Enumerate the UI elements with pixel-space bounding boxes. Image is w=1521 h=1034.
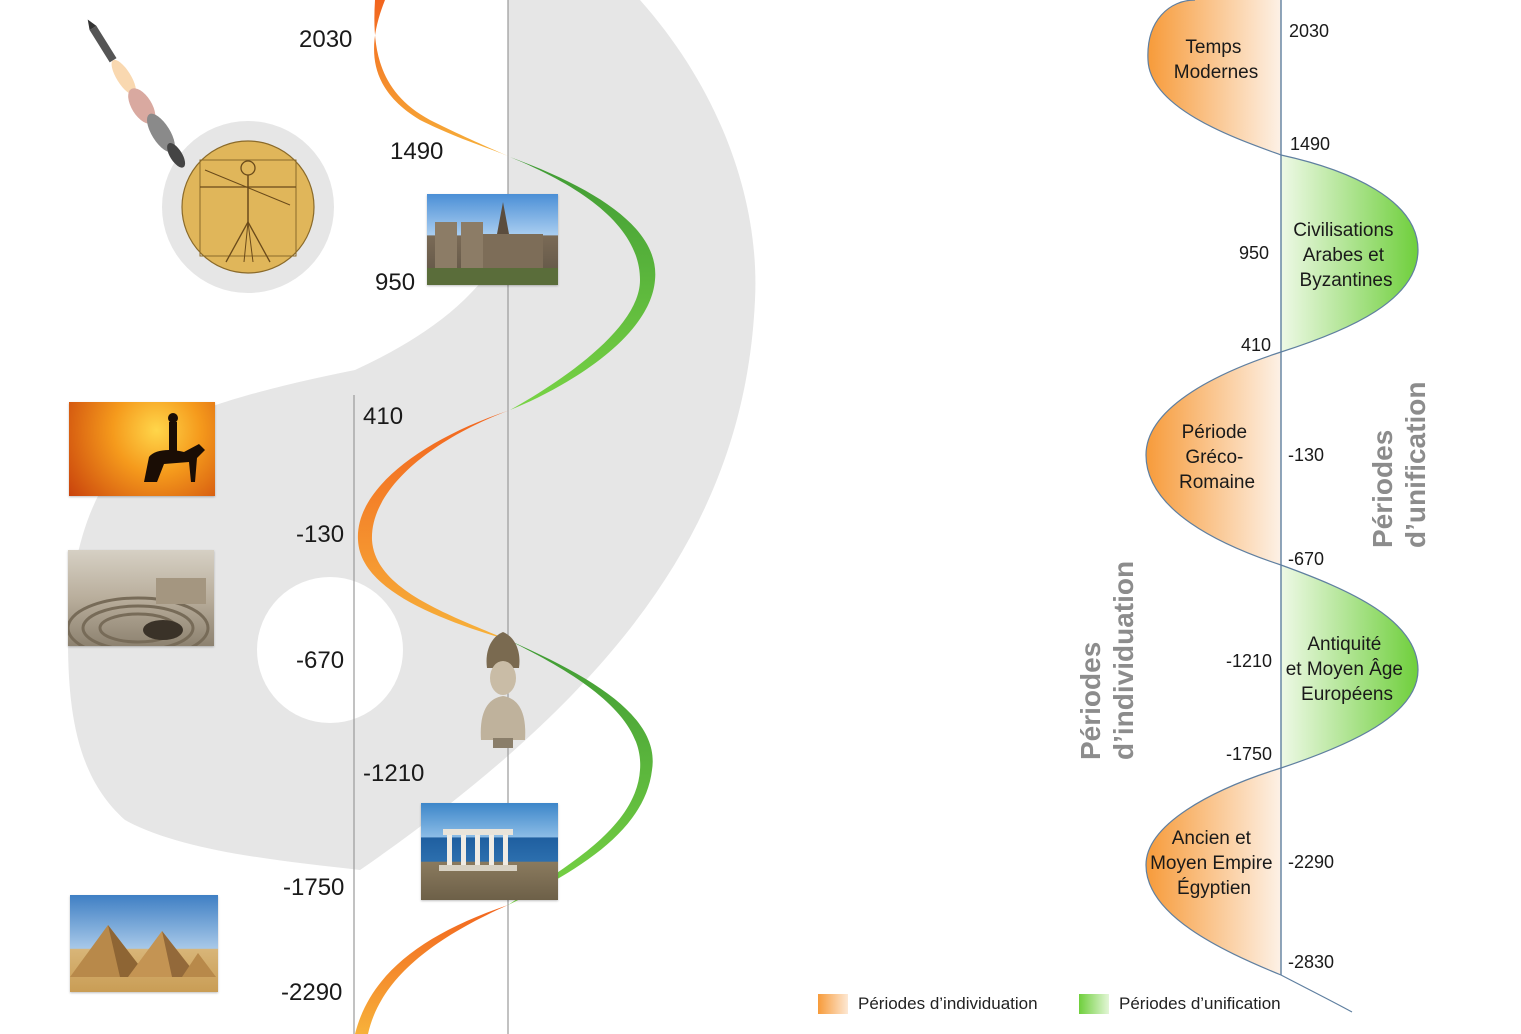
right-year-label: -2830 — [1288, 952, 1334, 972]
legend-swatch-green — [1079, 994, 1109, 1014]
ribbon-segment-egypt — [355, 905, 508, 1034]
right-year-label: -1750 — [1226, 744, 1272, 764]
left-year-label: 1490 — [390, 138, 443, 165]
side-label-unification: Périodes d’unification — [1367, 382, 1431, 548]
left-year-label: 410 — [363, 403, 403, 430]
rocket-icon — [79, 14, 190, 174]
right-year-label: -1210 — [1226, 651, 1272, 671]
period-line: Byzantines — [1300, 270, 1393, 291]
notre-dame-cathedral-image — [427, 194, 558, 285]
period-line: Temps — [1185, 37, 1241, 58]
right-year-label: -2290 — [1288, 852, 1334, 872]
napoleon-on-horse-image — [69, 402, 215, 496]
pyramids-icon — [70, 895, 218, 992]
right-year-label: 2030 — [1289, 21, 1329, 41]
left-year-label: -1750 — [283, 874, 344, 901]
right-year-label: 1490 — [1290, 134, 1330, 154]
period-line: Ancien et — [1172, 828, 1252, 849]
period-line: Gréco- — [1185, 447, 1243, 468]
legend-label: Périodes d’individuation — [858, 994, 1038, 1014]
period-line: et Moyen Âge — [1286, 658, 1403, 680]
left-year-label: 950 — [375, 269, 415, 296]
period-label-greco-romaine: Période Gréco- Romaine — [1179, 422, 1255, 493]
legend-individuation: Périodes d’individuation — [818, 994, 1038, 1014]
period-line: Modernes — [1174, 62, 1259, 83]
period-line: Moyen Empire — [1150, 853, 1273, 874]
right-year-label: -130 — [1288, 445, 1324, 465]
ribbon-segment-modern — [374, 0, 510, 157]
cathedral-icon — [427, 194, 558, 285]
side-label-individuation: Périodes d’individuation — [1075, 561, 1139, 760]
period-line: Arabes et — [1303, 245, 1385, 266]
athena-bust-image — [475, 630, 531, 748]
left-year-label: -130 — [296, 521, 344, 548]
right-year-label: -670 — [1288, 549, 1324, 569]
period-label-civilisations-arabes: Civilisations Arabes et Byzantines — [1293, 220, 1399, 291]
legend-label: Périodes d’unification — [1119, 994, 1281, 1014]
horse-rider-icon — [69, 402, 215, 496]
right-year-label: 950 — [1239, 243, 1269, 263]
left-year-label: 2030 — [299, 26, 352, 53]
period-line: Antiquité — [1307, 634, 1381, 655]
bust-icon — [475, 630, 531, 748]
greek-temple-image — [421, 803, 558, 900]
legend-unification: Périodes d’unification — [1079, 994, 1281, 1014]
legend-swatch-orange — [818, 994, 848, 1014]
side-line: d’individuation — [1108, 561, 1139, 760]
side-line: Périodes — [1367, 430, 1398, 548]
side-line: Périodes — [1075, 642, 1106, 760]
period-line: Égyptien — [1177, 878, 1251, 899]
left-year-label: -2290 — [281, 979, 342, 1006]
amphitheatre-icon — [68, 550, 214, 646]
right-year-label: 410 — [1241, 335, 1271, 355]
vitruvian-man-icon — [182, 141, 314, 273]
period-line: Romaine — [1179, 472, 1255, 493]
pyramids-image — [70, 895, 218, 992]
period-line: Période — [1182, 422, 1248, 443]
roman-theatre-image — [68, 550, 214, 646]
left-year-label: -670 — [296, 647, 344, 674]
period-line: Européens — [1301, 684, 1393, 705]
right-wave-diagram: Temps Modernes Civilisations Arabes et B… — [1075, 0, 1431, 1012]
temple-icon — [421, 803, 558, 900]
left-year-label: -1210 — [363, 760, 424, 787]
period-line: Civilisations — [1293, 220, 1393, 241]
side-line: d’unification — [1400, 382, 1431, 548]
